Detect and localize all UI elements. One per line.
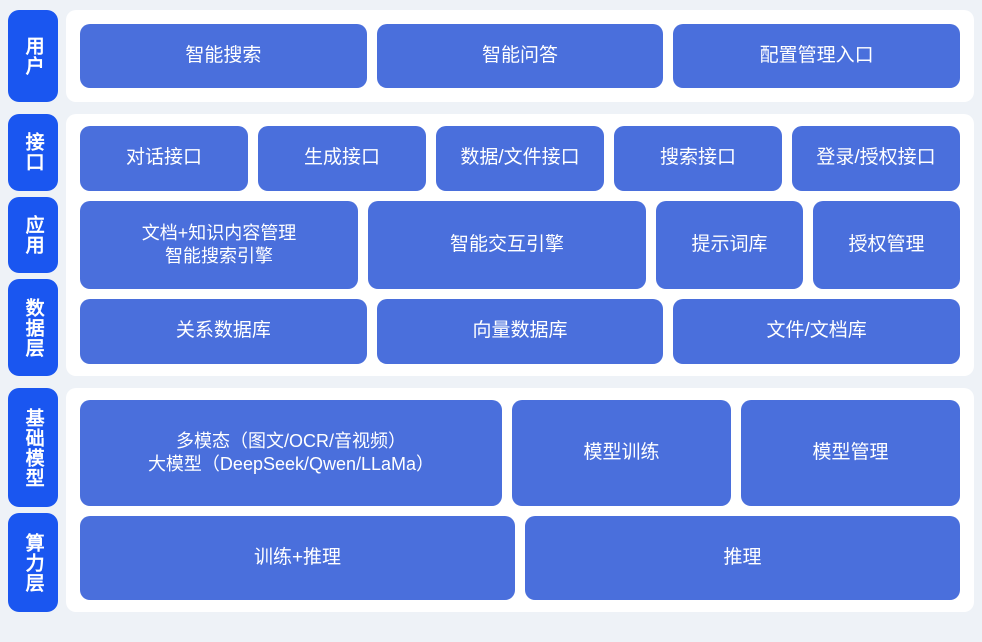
box-prompt-library[interactable]: 提示词库 [656,201,803,289]
box-inference[interactable]: 推理 [525,516,960,600]
box-relational-database[interactable]: 关系数据库 [80,298,367,364]
sidebar-tab-compute-layer-label: 算力层 [22,532,44,593]
box-doc-knowledge-content-management[interactable]: 文档+知识内容管理 智能搜索引擎 [80,201,358,289]
band-user: 用户 智能搜索 智能问答 配置管理入口 [8,10,974,102]
box-smart-qa[interactable]: 智能问答 [376,24,664,88]
panel-bottom: 多模态（图文/OCR/音视频） 大模型（DeepSeek/Qwen/LLaMa）… [66,388,974,612]
box-multimodal-large-model[interactable]: 多模态（图文/OCR/音视频） 大模型（DeepSeek/Qwen/LLaMa） [80,400,502,507]
sidebar-tab-user-label: 用户 [22,36,44,76]
panel-middle: 对话接口 生成接口 数据/文件接口 搜索接口 登录/授权接口 文档+知识内容管理… [66,114,974,376]
box-training-plus-inference[interactable]: 训练+推理 [80,516,515,600]
row-compute: 训练+推理 推理 [80,516,960,600]
box-data-file-interface[interactable]: 数据/文件接口 [436,126,604,192]
tab-column-user: 用户 [8,10,58,102]
tab-column-middle: 接口 应用 数据层 [8,114,58,377]
box-smart-search[interactable]: 智能搜索 [80,24,367,88]
box-dialog-interface[interactable]: 对话接口 [80,126,248,192]
row-applications: 文档+知识内容管理 智能搜索引擎 智能交互引擎 提示词库 授权管理 [80,201,960,289]
box-generation-interface[interactable]: 生成接口 [258,126,426,192]
tab-column-bottom: 基础模型 算力层 [8,388,58,612]
box-smart-interaction-engine[interactable]: 智能交互引擎 [368,201,646,289]
row-data-stores: 关系数据库 向量数据库 文件/文档库 [80,298,961,364]
sidebar-tab-foundation-model-label: 基础模型 [22,407,44,488]
box-authorization-management[interactable]: 授权管理 [813,201,960,289]
panel-user: 智能搜索 智能问答 配置管理入口 [66,10,974,102]
row-user-entries: 智能搜索 智能问答 配置管理入口 [80,24,961,88]
band-middle: 接口 应用 数据层 对话接口 生成接口 数据/文件接口 搜索接口 登录/授权接口… [8,114,974,377]
sidebar-tab-interface[interactable]: 接口 [8,114,58,191]
band-bottom: 基础模型 算力层 多模态（图文/OCR/音视频） 大模型（DeepSeek/Qw… [8,388,974,612]
sidebar-tab-user[interactable]: 用户 [8,10,58,102]
box-login-auth-interface[interactable]: 登录/授权接口 [792,126,960,192]
sidebar-tab-compute-layer[interactable]: 算力层 [8,513,58,612]
sidebar-tab-data-layer-label: 数据层 [22,297,44,358]
row-interfaces: 对话接口 生成接口 数据/文件接口 搜索接口 登录/授权接口 [80,126,960,192]
box-model-training[interactable]: 模型训练 [512,400,731,507]
sidebar-tab-foundation-model[interactable]: 基础模型 [8,388,58,507]
sidebar-tab-data-layer[interactable]: 数据层 [8,279,58,377]
box-model-management[interactable]: 模型管理 [741,400,960,507]
sidebar-tab-interface-label: 接口 [22,132,44,173]
row-models: 多模态（图文/OCR/音视频） 大模型（DeepSeek/Qwen/LLaMa）… [80,400,960,507]
box-search-interface[interactable]: 搜索接口 [614,126,782,192]
box-vector-database[interactable]: 向量数据库 [376,298,664,364]
box-file-document-store[interactable]: 文件/文档库 [673,298,961,364]
sidebar-tab-application-label: 应用 [22,215,44,255]
box-config-management-entry[interactable]: 配置管理入口 [673,24,961,88]
sidebar-tab-application[interactable]: 应用 [8,196,58,274]
